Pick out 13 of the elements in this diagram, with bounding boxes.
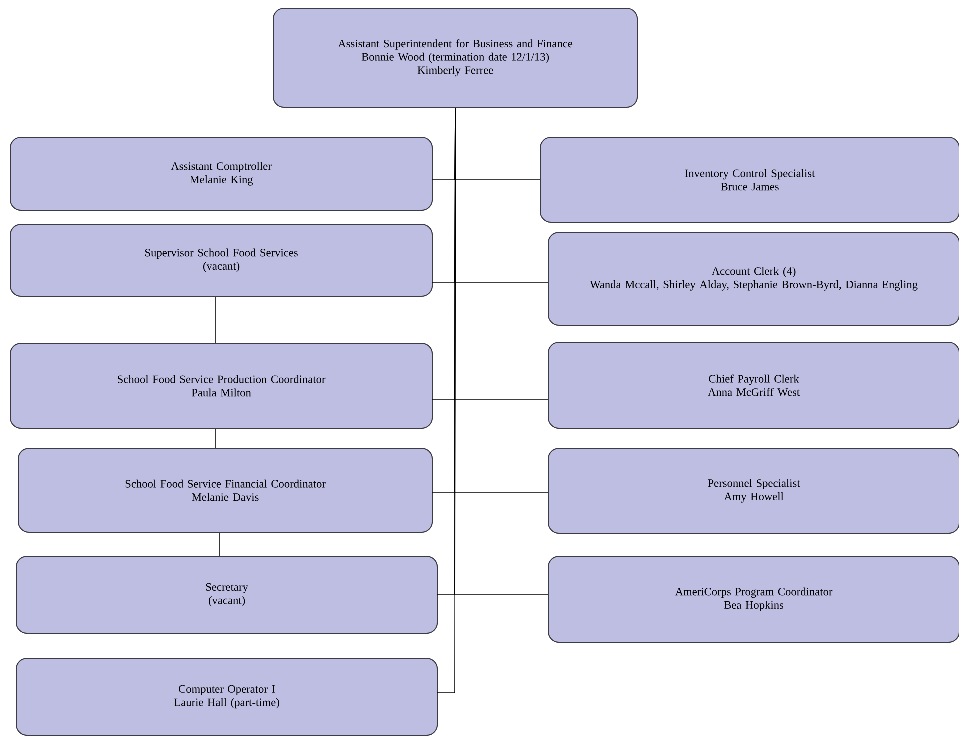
position-box: Chief Payroll Clerk Anna McGriff West — [548, 342, 959, 430]
position-box: Assistant Superintendent for Business and Finance Bonnie Wood (termination date 12/1/13) Kimberly Ferree — [273, 8, 638, 108]
position-box: Account Clerk (4) Wanda Mccall, Shirley Alday, Stephanie Brown-Byrd, Dianna Engling — [548, 232, 959, 326]
position-box: AmeriCorps Program Coordinator Bea Hopkins — [548, 556, 959, 644]
position-box: Inventory Control Specialist Bruce James — [540, 137, 959, 224]
position-box: School Food Service Production Coordinator Paula Milton — [10, 343, 434, 430]
position-box: Personnel Specialist Amy Howell — [548, 448, 959, 534]
position-box: School Food Service Financial Coordinator Melanie Davis — [18, 448, 434, 534]
position-box: Secretary (vacant) — [16, 556, 438, 634]
position-box: Supervisor School Food Services (vacant) — [10, 224, 434, 298]
connector-line — [436, 108, 456, 694]
position-box: Assistant Comptroller Melanie King — [10, 137, 434, 212]
position-box: Computer Operator I Laurie Hall (part-time) — [16, 658, 438, 736]
